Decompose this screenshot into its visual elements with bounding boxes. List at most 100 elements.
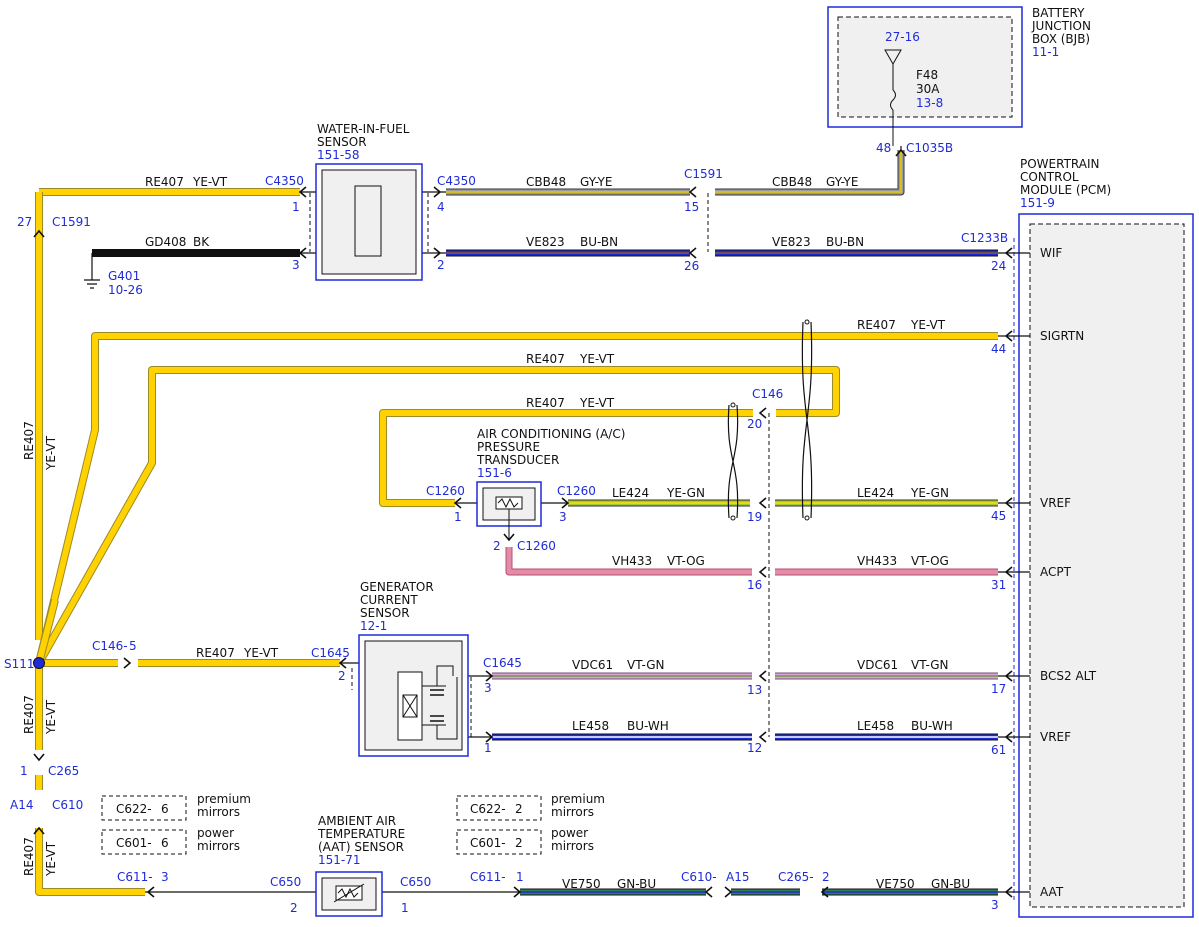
wire-label-code-vertical: RE407 [22, 837, 36, 876]
gen-capacitor-icon [430, 689, 444, 722]
wire-fill [506, 547, 752, 575]
wire-label-color-vertical: YE-VT [44, 841, 58, 877]
arrow-left-icon [1004, 247, 1013, 259]
gen-name-1: GENERATOR [360, 580, 434, 594]
bjb-out-pin: 48 [876, 141, 891, 155]
wire-label-code: RE407 [526, 396, 565, 410]
aat-conn-right: C650 [400, 875, 431, 889]
wire-label-code: VDC61 [572, 658, 613, 672]
pcm-inner [1029, 223, 1185, 908]
ground-g401: G401 10-26 [84, 253, 143, 297]
gen-conn-left: C1645 [311, 646, 350, 660]
g401-label: G401 [108, 269, 140, 283]
arrow-left-icon [1004, 731, 1013, 743]
aat-sensor: AMBIENT AIR TEMPERATURE (AAT) SENSOR 151… [270, 814, 431, 917]
option-c601-2: C601- 2 power mirrors [456, 826, 594, 855]
arrow-left-icon [1004, 670, 1013, 682]
wif-name-1: WATER-IN-FUEL [317, 122, 410, 136]
wire-fill [380, 410, 753, 506]
gen-internal-wiring [422, 665, 458, 740]
wire-label-code: LE458 [857, 719, 894, 733]
wire-label-color-vertical: YE-VT [44, 699, 58, 735]
pcm-pin-number: 17 [991, 682, 1006, 696]
wire-label-color: YE-GN [666, 486, 705, 500]
option-note-1: premium [551, 792, 605, 806]
c265-right-pin: 2 [822, 870, 830, 884]
aat-name-3: (AAT) SENSOR [318, 840, 404, 854]
option-conn: C601- [116, 836, 152, 850]
gen-sensor: GENERATOR CURRENT SENSOR 12-1 C1645 C164… [311, 580, 522, 757]
ac-conn-left: C1260 [426, 484, 465, 498]
arrow-right-icon [485, 731, 494, 743]
wire-label-color: YE-VT [243, 646, 279, 660]
aat-conn-left: C650 [270, 875, 301, 889]
ac-conn-bottom: C1260 [517, 539, 556, 553]
wire-label-code: LE424 [612, 486, 649, 500]
aat-zigzag-icon [333, 883, 365, 903]
c611-left-label: C611- [117, 870, 153, 884]
ground-icon [84, 253, 100, 289]
arrow-left-icon [758, 497, 767, 509]
wire-label-color: BU-BN [580, 235, 618, 249]
c1591-mid-pin15: 15 [684, 200, 699, 214]
option-c622-2: C622- 2 premium mirrors [456, 792, 605, 821]
arrow-left-icon [1004, 497, 1013, 509]
arrow-left-icon [1004, 566, 1013, 578]
g401-ref: 10-26 [108, 283, 143, 297]
ac-ref: 151-6 [477, 466, 512, 480]
wire-fill [36, 599, 58, 664]
wif-pin3: 3 [292, 258, 300, 272]
option-box [456, 829, 542, 855]
option-note-1: premium [197, 792, 251, 806]
pcm-module: POWERTRAIN CONTROL MODULE (PCM) 151-9 C1… [961, 157, 1194, 918]
wire-label-color: VT-OG [667, 554, 705, 568]
arrow-right-icon [123, 657, 132, 669]
pcm-pin-label: ACPT [1040, 565, 1072, 579]
wif-name-2: SENSOR [317, 135, 367, 149]
wire-label-color: VT-GN [627, 658, 664, 672]
wif-sensor: WATER-IN-FUEL SENSOR 151-58 C4350 C4350 … [265, 122, 476, 281]
c611-right-pin: 1 [516, 870, 524, 884]
bjb-inner [837, 16, 1013, 118]
aat-pin2: 2 [290, 901, 298, 915]
gen-name-3: SENSOR [360, 606, 410, 620]
twist-end-icon [804, 515, 810, 521]
arrow-left-icon [758, 407, 767, 419]
arrow-left-icon [758, 670, 767, 682]
bjb-ref: 11-1 [1032, 45, 1059, 59]
c146-pin19: 19 [747, 510, 762, 524]
option-conn: C622- [116, 802, 152, 816]
c1591-mid-label: C1591 [684, 167, 723, 181]
wire-label-code: RE407 [857, 318, 896, 332]
wire-label-color: VT-GN [911, 658, 948, 672]
wif-pin2: 2 [437, 258, 445, 272]
arrow-left-icon [298, 186, 307, 198]
c146-pin13: 13 [747, 683, 762, 697]
arrow-right-icon [433, 186, 442, 198]
bjb-name-3: BOX (BJB) [1032, 32, 1090, 46]
gen-cross-icon [402, 694, 418, 718]
gen-ref: 12-1 [360, 619, 387, 633]
wire-label-code: CBB48 [772, 175, 812, 189]
wif-conn-left: C4350 [265, 174, 304, 188]
wire-stripe [715, 150, 902, 193]
twisted-pair-icon [801, 321, 813, 519]
c610-right-pin: A15 [726, 870, 749, 884]
arrow-down-icon [33, 753, 45, 762]
c265-right-label: C265- [778, 870, 814, 884]
wire-label-code: CBB48 [526, 175, 566, 189]
bjb-name-1: BATTERY [1032, 6, 1085, 20]
c146-pin12: 12 [747, 741, 762, 755]
wire-label-code: VDC61 [857, 658, 898, 672]
bjb-fuse-name: F48 [916, 68, 938, 82]
option-box [101, 829, 187, 855]
pcm-conn: C1233B [961, 231, 1008, 245]
ac-resistor-icon [495, 496, 523, 510]
arrow-left-icon [758, 731, 767, 743]
arrow-left-icon [704, 886, 713, 898]
bjb-fuse-ref: 13-8 [916, 96, 943, 110]
wire-label-color-vertical: YE-VT [44, 435, 58, 471]
bjb-module: 27-16 F48 30A 13-8 BATTERY JUNCTION BOX … [827, 6, 1091, 155]
wire-fill [36, 367, 839, 665]
